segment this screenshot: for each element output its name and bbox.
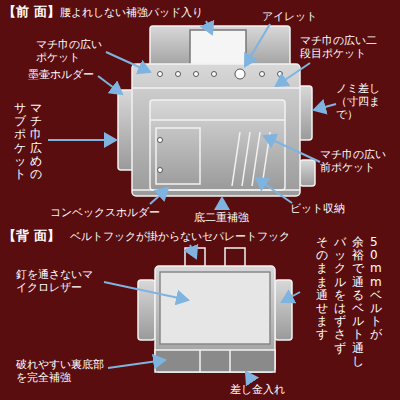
callout-label: 釘を通さないマイクロレザー (16, 268, 102, 294)
callout-label: アイレット (262, 10, 317, 23)
callout-label: 50mmベルトが (370, 236, 382, 342)
callout-label: サブポケット (14, 102, 26, 181)
callout-label: マチ巾広めの (30, 102, 42, 181)
callout-label: 破れやすい裏底部を完全補強 (16, 358, 106, 384)
callout-label: マチ巾の広い前ポケット (320, 148, 390, 174)
callout-label: 墨壷ホルダー (28, 68, 94, 81)
callout-label: 腰よれしない補強パッド入り (60, 6, 203, 19)
back-bag (138, 248, 292, 372)
callout-label: マチ巾の広い二段目ポケット (300, 34, 380, 60)
section-heading: 【前 面】 (3, 4, 60, 20)
callout-label: コンベックスホルダー (50, 206, 160, 219)
front-bag (118, 26, 315, 196)
eyelets (158, 69, 283, 173)
callout-label: ノミ差し（寸四まで） (336, 82, 398, 122)
callout-label: 差し金入れ (230, 383, 285, 396)
callout-label: そのまま通せます (316, 236, 328, 342)
callout-label: ビット収納 (290, 202, 345, 215)
callout-label: 底二重補強 (194, 211, 249, 224)
callout-label: ベルトフックが掛からないセパレートフック (70, 230, 290, 243)
callout-label: 余裕で通るベルト通し (352, 236, 364, 368)
callout-label: マチ巾の広いポケット (36, 38, 104, 64)
section-heading: 【背 面】 (3, 228, 60, 244)
callout-label: バックルをはずさず (334, 236, 346, 355)
